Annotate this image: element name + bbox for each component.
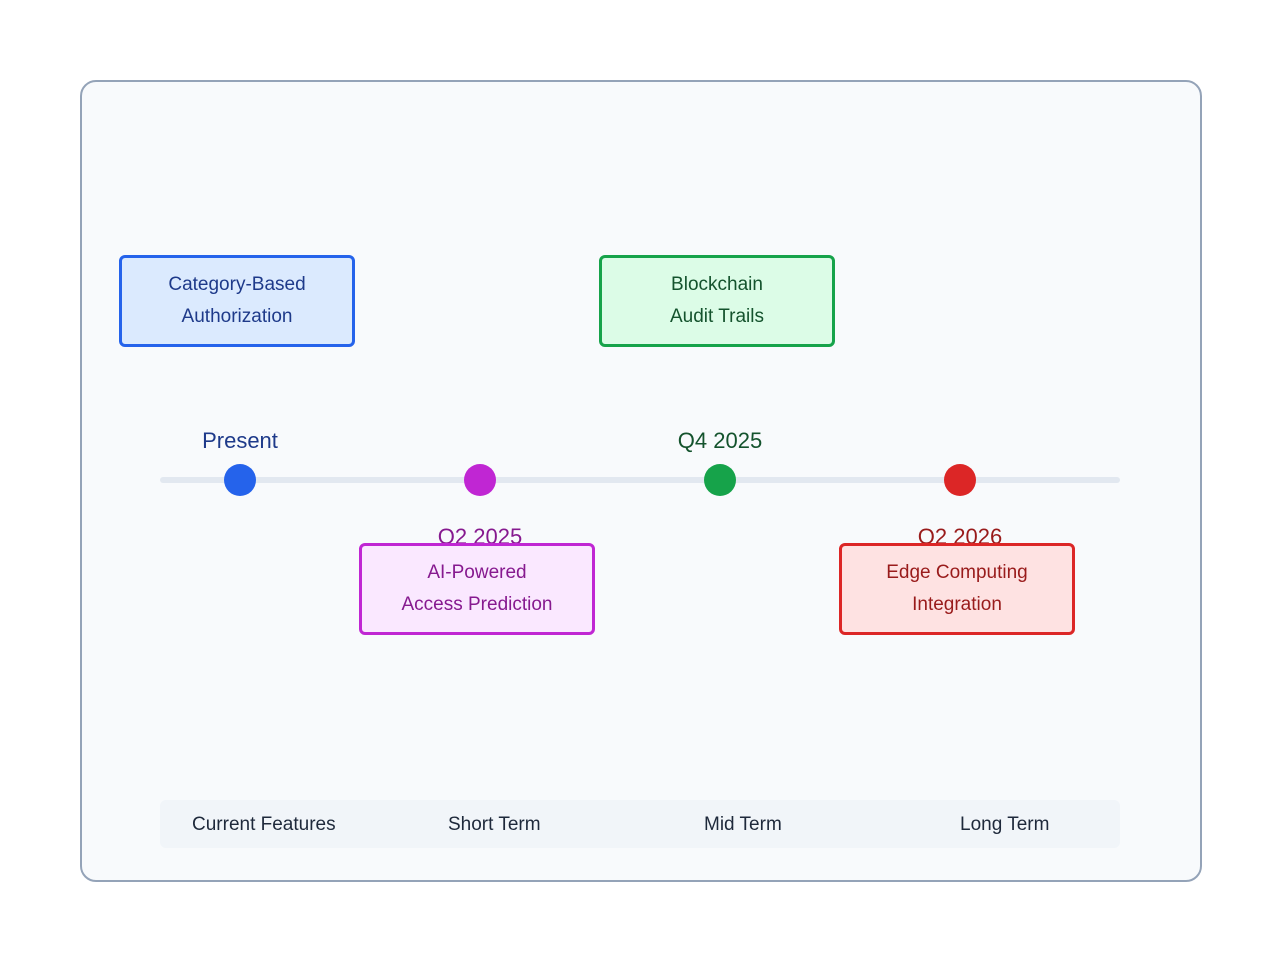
phase-label-mid-term: Mid Term xyxy=(704,814,782,835)
card-line-1: AI-Powered xyxy=(427,562,527,583)
phase-legend-bar xyxy=(160,800,1120,848)
timeline-axis xyxy=(160,477,1120,483)
milestone-card-edge-computing-integration: Edge Computing Integration xyxy=(839,543,1075,635)
card-line-2: Access Prediction xyxy=(401,594,553,615)
milestone-card-blockchain-audit-trails: Blockchain Audit Trails xyxy=(599,255,835,347)
milestone-label-q4-2025: Q4 2025 xyxy=(677,428,763,453)
phase-label-short-term: Short Term xyxy=(448,814,541,835)
phase-label-long-term: Long Term xyxy=(960,814,1050,835)
phase-label-current-features: Current Features xyxy=(192,814,336,835)
card-line-2: Authorization xyxy=(181,306,293,327)
card-line-1: Edge Computing xyxy=(886,562,1028,583)
card-line-2: Audit Trails xyxy=(670,306,764,327)
milestone-card-ai-powered-access-prediction: AI-Powered Access Prediction xyxy=(359,543,595,635)
milestone-label-present: Present xyxy=(202,428,278,453)
milestone-card-category-based-authorization: Category-Based Authorization xyxy=(119,255,355,347)
milestone-dot-q4-2025 xyxy=(704,464,736,496)
card-line-2: Integration xyxy=(912,594,1002,615)
card-line-1: Blockchain xyxy=(671,274,763,295)
milestone-dot-q2-2026 xyxy=(944,464,976,496)
milestone-dot-q2-2025 xyxy=(464,464,496,496)
card-line-1: Category-Based xyxy=(168,274,306,295)
milestone-dot-present xyxy=(224,464,256,496)
